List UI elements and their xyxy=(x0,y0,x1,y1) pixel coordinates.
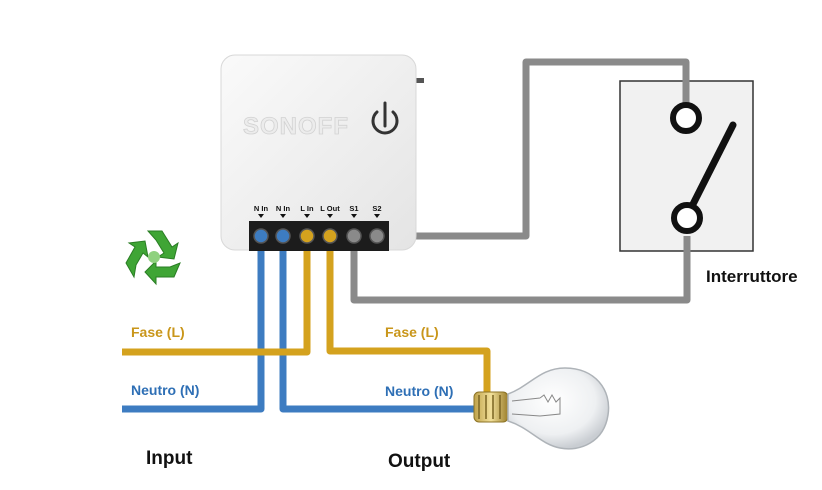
terminal-label-l-in: L In xyxy=(300,204,314,213)
bulb-glass xyxy=(507,367,610,450)
terminal-screw xyxy=(275,228,291,244)
terminal-screw xyxy=(346,228,362,244)
module-body xyxy=(220,54,417,251)
phase-wires xyxy=(122,236,491,394)
s2-wire xyxy=(377,58,690,240)
labels: Fase (L) Neutro (N) Fase (L) Neutro (N) … xyxy=(131,267,798,472)
terminal-screw xyxy=(322,228,338,244)
terminal-arrows xyxy=(258,214,380,218)
terminal-block xyxy=(249,221,389,251)
terminal-labels: N In N In L In L Out S1 S2 xyxy=(254,204,382,213)
output-label: Output xyxy=(388,451,451,472)
power-icon xyxy=(371,101,399,135)
terminal-screws xyxy=(253,228,385,244)
module-antenna xyxy=(414,78,424,83)
neutral-output-wire xyxy=(279,236,476,413)
bulb-filament xyxy=(511,393,561,417)
output-neutral-label: Neutro (N) xyxy=(385,383,453,399)
recycle-icon xyxy=(125,230,181,286)
switch-bottom-contact xyxy=(671,202,703,234)
switch-wires xyxy=(350,58,691,304)
switch-top-contact xyxy=(670,102,702,134)
input-phase-label: Fase (L) xyxy=(131,324,185,340)
output-phase-label: Fase (L) xyxy=(385,324,439,340)
s1-wire xyxy=(350,236,691,304)
switch-contacts xyxy=(670,102,737,234)
switch-label: Interruttore xyxy=(706,267,798,286)
terminal-label-l-out: L Out xyxy=(320,204,340,213)
brand-logo: SONOFF xyxy=(243,113,349,140)
sonoff-module: SONOFF N In N In L In L Out S1 S2 xyxy=(220,54,424,251)
terminal-label-s2: S2 xyxy=(372,204,381,213)
phase-output-wire xyxy=(326,236,491,394)
terminal-screw xyxy=(369,228,385,244)
light-bulb-icon xyxy=(473,367,610,450)
terminal-label-n-in-2: N In xyxy=(276,204,291,213)
terminal-label-n-in-1: N In xyxy=(254,204,269,213)
terminal-screw xyxy=(253,228,269,244)
neutral-wires xyxy=(122,236,476,413)
input-label: Input xyxy=(146,448,193,469)
switch-lever xyxy=(682,121,737,222)
phase-input-wire xyxy=(122,236,311,356)
terminal-label-s1: S1 xyxy=(349,204,358,213)
input-neutral-label: Neutro (N) xyxy=(131,382,199,398)
terminal-screw xyxy=(299,228,315,244)
neutral-input-wire xyxy=(122,236,265,413)
recycle-center xyxy=(148,251,160,263)
